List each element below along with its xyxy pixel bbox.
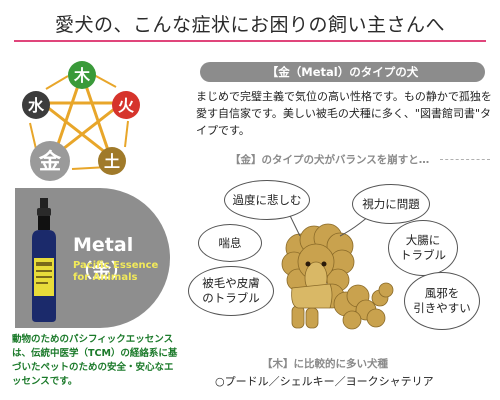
cycle-arrow-fire-earth	[124, 120, 129, 148]
element-star	[37, 69, 127, 161]
five-elements-svg: 木 火 土 金 水	[22, 61, 140, 181]
metal-circle	[30, 141, 70, 181]
intro-text: 動物のためのパシフィックエッセンスは、伝統中医学（TCM）の経絡系に基づいたペッ…	[12, 334, 178, 387]
symptom-asthma-label: 喘息	[218, 235, 242, 250]
balance-divider	[440, 159, 490, 160]
header: 愛犬の、こんな症状にお困りの飼い主さんへ	[0, 0, 500, 50]
product-subtitle-line2: for Animals	[73, 272, 138, 283]
symptom-cold-line1: 風邪を	[424, 286, 460, 300]
symptom-bubble-asthma: 喘息	[198, 224, 262, 262]
symptom-bubble-sadness: 過度に悲しむ	[224, 180, 310, 220]
symptom-vision-label: 視力に問題	[362, 196, 420, 211]
fire-label: 火	[118, 96, 135, 115]
type-banner: 【金（Metal）のタイプの犬	[200, 62, 485, 82]
symptom-bubble-skin: 被毛や皮膚のトラブル	[188, 266, 274, 316]
water-label: 水	[28, 96, 45, 115]
water-circle	[22, 91, 50, 119]
symptom-skin-line1: 被毛や皮膚	[202, 276, 260, 290]
type-description: まじめで完璧主義で気位の高い性格です。もの静かで孤独を愛す自信家です。美しい被毛…	[196, 90, 492, 137]
metal-label: 金	[38, 149, 62, 175]
five-elements-diagram: 木 火 土 金 水	[0, 55, 170, 190]
symptom-bubble-vision: 視力に問題	[352, 184, 430, 224]
balance-heading: 【金】のタイプの犬がバランスを崩すと…	[230, 154, 430, 166]
product-subtitle-line1: Pacific Essence	[73, 260, 159, 271]
cycle-arrow-water-wood	[45, 75, 69, 90]
product-title: Metal（金）	[73, 234, 134, 282]
page-title: 愛犬の、こんな症状にお困りの飼い主さんへ	[54, 14, 445, 36]
symptom-bubble-bowel: 大腸にトラブル	[388, 220, 458, 276]
fire-circle	[112, 91, 140, 119]
symptom-bowel-line1: 大腸に	[405, 233, 441, 247]
symptom-bubble-cold: 風邪を引きやすい	[404, 272, 480, 330]
symptom-skin-line2: のトラブル	[202, 291, 260, 305]
poodle-illustration	[275, 185, 394, 330]
symptom-sadness-label: 過度に悲しむ	[232, 192, 302, 207]
product-bottle-image	[26, 196, 62, 324]
earth-circle	[98, 147, 126, 175]
cycle-arrow-metal-water	[29, 122, 37, 150]
symptom-bowel-line2: トラブル	[400, 248, 446, 262]
cycle-arrow-wood-fire	[93, 74, 117, 88]
bottle-svg	[32, 198, 56, 322]
symptom-scene: 過度に悲しむ 視力に問題 喘息 大腸にトラブル 被毛や皮膚のトラブル 風邪を引き…	[180, 166, 500, 346]
header-divider	[14, 40, 486, 42]
breeds-heading: 【木】に比較的に多い犬種	[262, 358, 388, 370]
symptom-cold-line2: 引きやすい	[413, 301, 471, 315]
earth-label: 土	[104, 152, 120, 171]
wood-label: 木	[73, 66, 91, 85]
breeds-list: ○プードル／シェルキー／ヨークシャテリア	[215, 375, 434, 388]
wood-circle	[68, 61, 96, 89]
